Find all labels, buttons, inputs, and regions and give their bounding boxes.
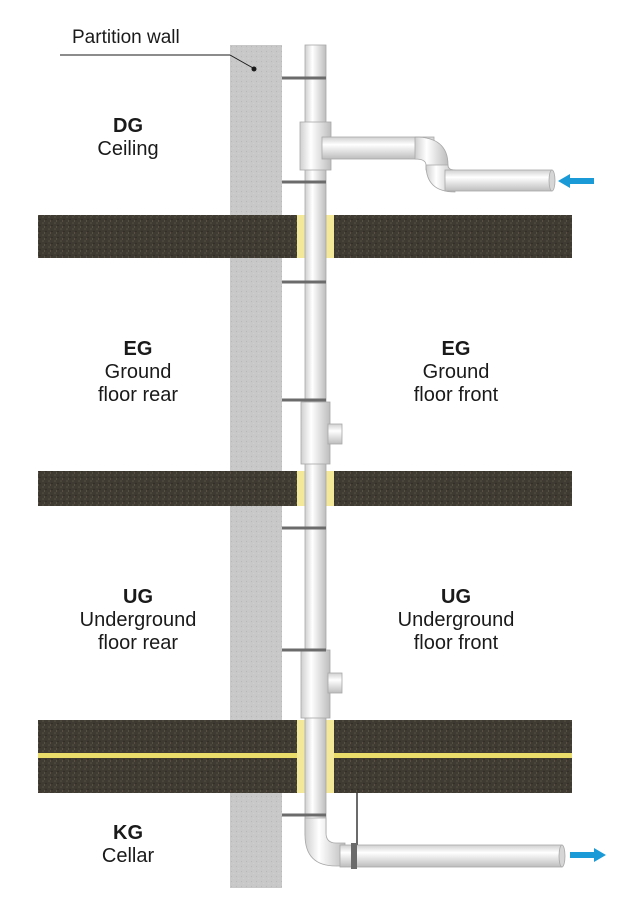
level-code: UG [441, 586, 471, 608]
level-code: KG [113, 822, 143, 844]
arrow-left-icon [558, 174, 594, 188]
insulation-sleeves [297, 215, 334, 793]
inlet-branch-pipe [299, 121, 556, 193]
level-desc: Ceiling [97, 138, 159, 160]
level-desc: Underground [79, 609, 197, 631]
partition-wall-label: Partition wall [72, 27, 180, 48]
level-desc: floor front [413, 632, 499, 654]
level-dg-label: DG Ceiling [78, 115, 178, 161]
level-desc: Cellar [101, 845, 155, 867]
level-code: EG [123, 338, 153, 360]
level-code: EG [441, 338, 471, 360]
level-eg-front-label: EG Ground floor front [376, 338, 536, 407]
level-eg-rear-label: EG Ground floor rear [58, 338, 218, 407]
level-desc: Underground [397, 609, 515, 631]
level-code: DG [113, 115, 143, 137]
level-ug-rear-label: UG Underground floor rear [48, 586, 228, 655]
level-desc: floor front [413, 384, 499, 406]
level-code: UG [123, 586, 153, 608]
outlet-pipe [304, 793, 566, 869]
pipe-clamps [282, 76, 326, 817]
level-desc: Ground [104, 361, 172, 383]
callout-dot [251, 66, 257, 72]
level-kg-label: KG Cellar [78, 822, 178, 868]
callout-leader [60, 54, 254, 69]
arrow-right-icon [570, 848, 606, 862]
level-desc: floor rear [97, 384, 179, 406]
level-ug-front-label: UG Underground floor front [366, 586, 546, 655]
level-desc: floor rear [97, 632, 179, 654]
level-desc: Ground [422, 361, 490, 383]
